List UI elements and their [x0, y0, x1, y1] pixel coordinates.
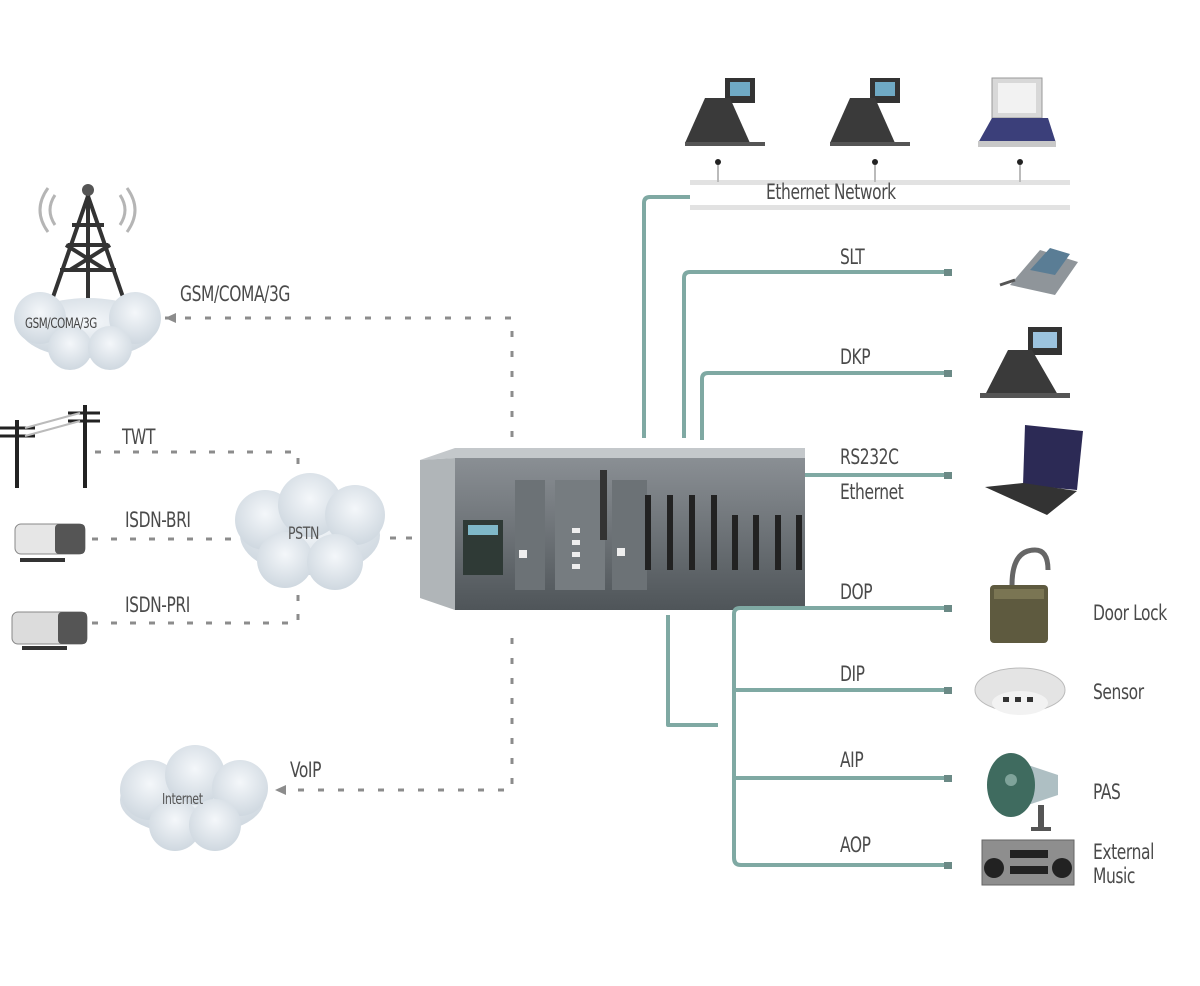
laptop-icon	[985, 425, 1083, 515]
isdn-pri-label: ISDN-PRI	[125, 593, 190, 617]
ethernet-network-line	[642, 195, 690, 438]
cell-tower-icon	[38, 184, 137, 305]
dip-label: DIP	[840, 662, 865, 686]
boombox-icon	[981, 839, 1075, 886]
dkp-label: DKP	[840, 345, 871, 369]
dop-aop-line	[732, 606, 948, 867]
isdn-bri-label: ISDN-BRI	[125, 508, 191, 532]
dkp-line	[700, 371, 948, 440]
dop-label: DOP	[840, 580, 873, 604]
isdn-pri-device-icon	[11, 611, 88, 650]
solid-connection-lines	[642, 195, 950, 867]
pstn-cloud	[235, 473, 385, 590]
door-lock-icon	[990, 547, 1051, 643]
twt-label: TWT	[122, 425, 156, 449]
ethernet-network-label: Ethernet Network	[766, 180, 896, 204]
pstn-cloud-label: PSTN	[288, 524, 319, 544]
aop-label: AOP	[840, 833, 871, 857]
ethernet-bus-bottom	[690, 205, 1070, 210]
ip-phone-icon	[830, 78, 910, 146]
voip-dotted-link	[278, 625, 514, 792]
analog-phone-icon	[999, 248, 1078, 295]
external-music-label-line1: External	[1093, 840, 1154, 864]
gsm-cloud	[14, 292, 161, 370]
internet-cloud	[120, 745, 268, 851]
door-lock-label: Door Lock	[1093, 601, 1167, 625]
internet-cloud-label: Internet	[162, 790, 203, 808]
telephone-pole-icon	[0, 405, 100, 488]
rs232c-label: RS232C	[840, 445, 899, 469]
arrow-head-icon	[275, 785, 286, 795]
smoke-sensor-icon	[974, 667, 1066, 715]
digital-keyphone-icon	[980, 327, 1070, 398]
external-music-label-line2: Music	[1093, 864, 1136, 888]
isdn-bri-device-icon	[14, 523, 86, 562]
ip-phone-icon	[685, 78, 765, 146]
pbx-chassis-icon	[420, 448, 805, 610]
laptop-icon	[978, 77, 1056, 147]
gsm-cloud-label: GSM/COMA/3G	[25, 316, 97, 332]
arrow-head-icon	[165, 313, 176, 323]
ethernet-tap-points	[715, 159, 1023, 165]
voip-label: VoIP	[290, 758, 322, 782]
twt-dotted-link	[95, 450, 300, 490]
pas-label: PAS	[1093, 780, 1121, 804]
slt-line	[682, 270, 948, 438]
pa-speaker-icon	[987, 753, 1058, 831]
sensor-label: Sensor	[1093, 680, 1144, 704]
digital-io-trunk-line	[666, 615, 718, 727]
aip-label: AIP	[840, 748, 864, 772]
gsm-dotted-link	[165, 316, 514, 440]
isdn-pri-dotted-link	[92, 585, 300, 625]
slt-label: SLT	[840, 245, 865, 269]
gsm-link-label: GSM/COMA/3G	[180, 282, 290, 306]
ethernet-label: Ethernet	[840, 480, 904, 504]
ethernet-bus-top	[690, 180, 1070, 185]
